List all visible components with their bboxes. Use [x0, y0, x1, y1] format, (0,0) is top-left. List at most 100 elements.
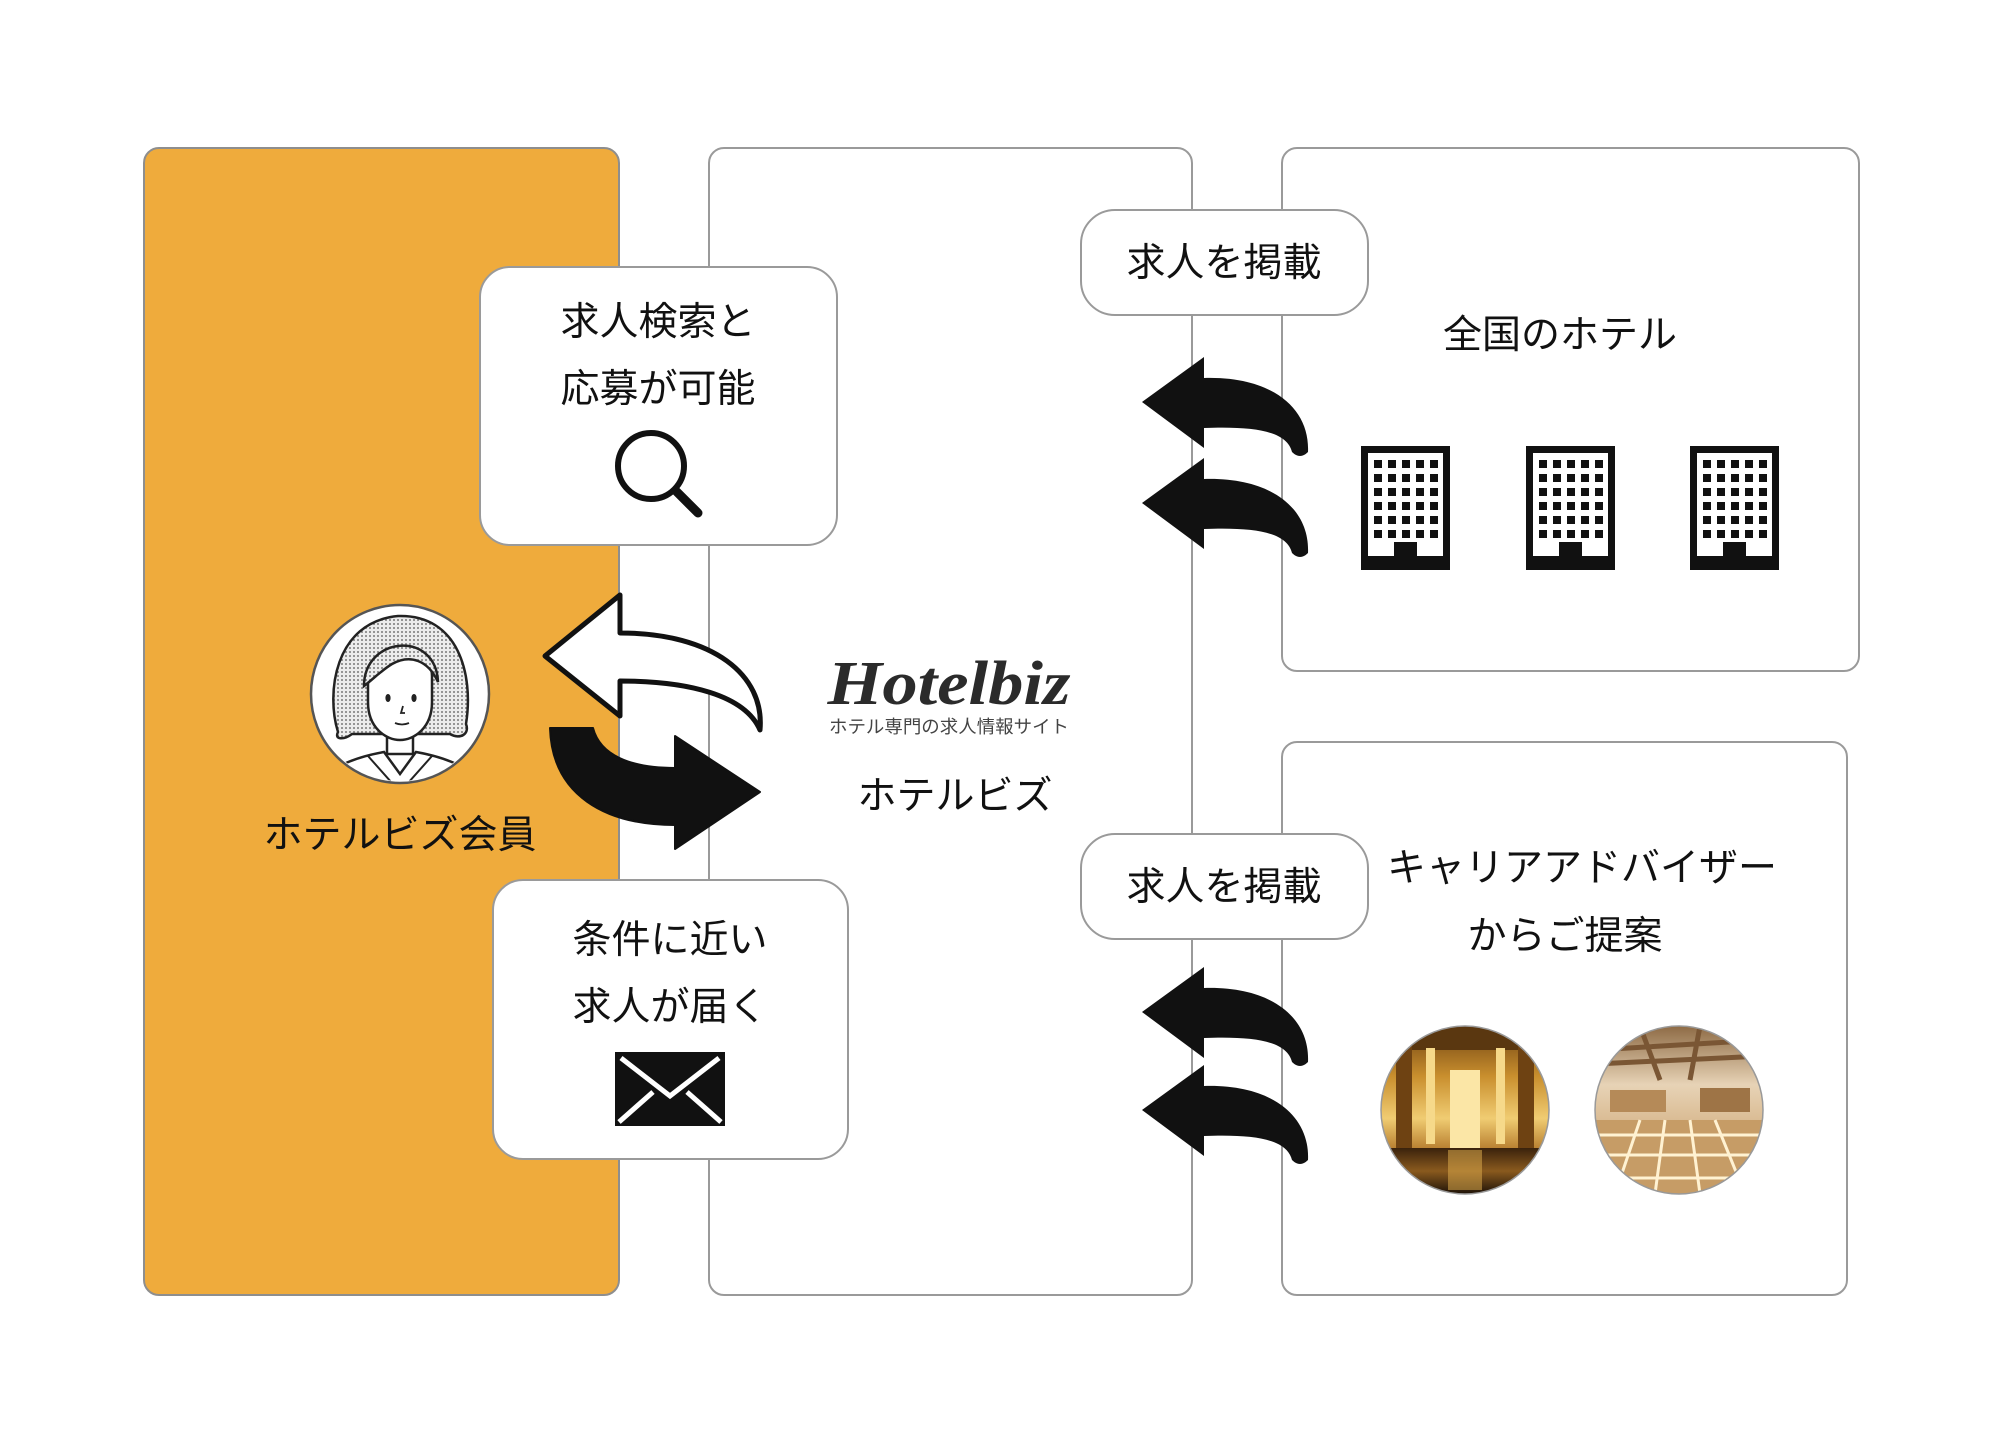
mail-callout-line1: 条件に近い — [572, 919, 767, 962]
building-window — [1581, 488, 1589, 496]
search-callout-line2: 応募が可能 — [560, 368, 755, 411]
avatar-collar — [367, 755, 433, 781]
building-window — [1703, 530, 1711, 538]
building-window — [1703, 474, 1711, 482]
building-window — [1430, 474, 1438, 482]
building-window — [1539, 460, 1547, 468]
building-window — [1416, 530, 1424, 538]
building-window — [1581, 474, 1589, 482]
building-window — [1717, 502, 1725, 510]
building-window — [1553, 502, 1561, 510]
post-jobs-callout-bottom: 求人を掲載 — [1080, 833, 1369, 940]
building-icon — [1361, 446, 1450, 570]
building-window — [1745, 488, 1753, 496]
building-window — [1581, 460, 1589, 468]
building-window — [1402, 502, 1410, 510]
curved-arrow-left-outline-icon — [542, 592, 763, 733]
building-window — [1567, 474, 1575, 482]
building-window — [1539, 530, 1547, 538]
building-window — [1567, 502, 1575, 510]
curved-arrow-left-icon — [1142, 458, 1309, 557]
building-window — [1553, 530, 1561, 538]
building-window — [1388, 488, 1396, 496]
building-window — [1402, 460, 1410, 468]
building-window — [1539, 502, 1547, 510]
photo-counter — [1700, 1088, 1750, 1112]
building-window — [1388, 474, 1396, 482]
building-window — [1731, 488, 1739, 496]
search-icon — [615, 430, 703, 518]
building-window — [1595, 474, 1603, 482]
building-window — [1703, 488, 1711, 496]
photo-frame — [1594, 1025, 1764, 1195]
building-window — [1416, 474, 1424, 482]
building-window — [1402, 516, 1410, 524]
mail-icon-fold-right — [685, 1090, 723, 1124]
building-window — [1388, 460, 1396, 468]
building-window — [1567, 516, 1575, 524]
building-window — [1430, 488, 1438, 496]
building-window — [1731, 516, 1739, 524]
building-window — [1374, 460, 1382, 468]
building-window — [1430, 530, 1438, 538]
photo-frame — [1380, 1025, 1550, 1195]
building-window — [1759, 530, 1767, 538]
building-window — [1567, 460, 1575, 468]
building-window — [1581, 530, 1589, 538]
building-window — [1539, 474, 1547, 482]
avatar-mouth — [394, 722, 410, 726]
photo-doorway — [1450, 1070, 1480, 1148]
building-door — [1559, 542, 1582, 570]
post-jobs-callout-label: 求人を掲載 — [1126, 242, 1321, 285]
building-window — [1539, 516, 1547, 524]
search-icon-handle — [671, 486, 703, 518]
mail-icon — [615, 1052, 725, 1126]
building-window — [1430, 502, 1438, 510]
building-window — [1402, 474, 1410, 482]
building-window — [1731, 530, 1739, 538]
hotel-lobby-photo-1 — [1380, 1025, 1550, 1195]
building-icon — [1526, 446, 1615, 570]
building-window — [1731, 502, 1739, 510]
building-window — [1374, 488, 1382, 496]
photo-reflection — [1448, 1150, 1482, 1190]
building-window — [1717, 474, 1725, 482]
building-window — [1595, 502, 1603, 510]
mail-icon-body — [615, 1052, 725, 1126]
hotelbiz-logo: Hotelbiz — [826, 650, 1070, 718]
building-window — [1402, 530, 1410, 538]
avatar-bangs — [362, 644, 440, 689]
building-window — [1703, 502, 1711, 510]
mail-callout-line2: 求人が届く — [572, 986, 767, 1029]
building-window — [1731, 460, 1739, 468]
search-callout-box — [479, 266, 838, 546]
building-window — [1745, 460, 1753, 468]
building-window — [1374, 502, 1382, 510]
hotels-label: 全国のホテル — [1443, 314, 1677, 357]
building-window — [1595, 488, 1603, 496]
post-jobs-callout-box — [1080, 833, 1369, 940]
building-window — [1553, 488, 1561, 496]
post-jobs-callout-box — [1080, 209, 1369, 316]
building-door — [1723, 542, 1746, 570]
building-window — [1416, 488, 1424, 496]
building-window — [1374, 474, 1382, 482]
hotelbiz-label: ホテルビズ — [857, 775, 1052, 818]
building-door — [1394, 542, 1417, 570]
mail-icon-fold-left — [617, 1090, 655, 1124]
curved-arrow-left-icon — [1142, 967, 1309, 1066]
building-window — [1553, 516, 1561, 524]
building-window — [1374, 516, 1382, 524]
search-icon-lens — [615, 430, 687, 502]
avatar-eye-left — [385, 694, 391, 702]
building-window — [1567, 530, 1575, 538]
building-window — [1759, 460, 1767, 468]
hotels-panel — [1281, 147, 1860, 672]
building-window — [1388, 516, 1396, 524]
avatar-eye-right — [411, 694, 417, 702]
photo-light-panel — [1496, 1048, 1505, 1144]
building-window — [1539, 488, 1547, 496]
building-window — [1553, 460, 1561, 468]
advisor-panel — [1281, 741, 1848, 1296]
